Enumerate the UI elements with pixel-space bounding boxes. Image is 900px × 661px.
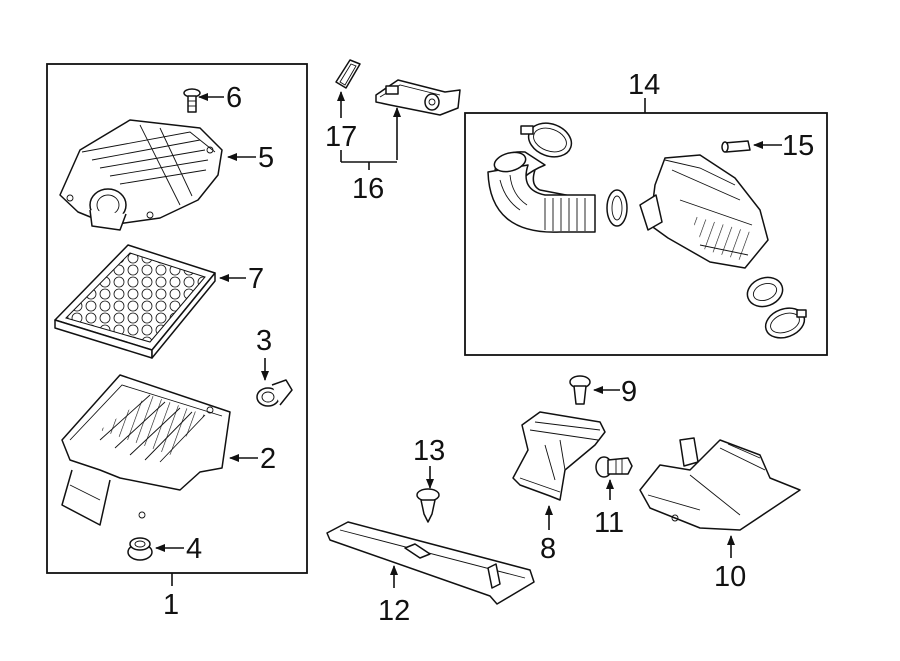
push-pin-part-9 <box>569 375 591 405</box>
clamp-top <box>520 122 573 158</box>
push-pin-part-13 <box>416 488 440 523</box>
callout-6: 6 <box>226 82 242 114</box>
callout-2: 2 <box>260 443 276 475</box>
baffle-part-12 <box>326 521 535 605</box>
clamp-lower <box>764 307 807 339</box>
duct-part-8 <box>512 411 606 501</box>
callout-3: 3 <box>256 325 272 357</box>
inlet-duct-part-10 <box>639 437 801 531</box>
callout-10: 10 <box>714 561 746 593</box>
callout-15: 15 <box>782 130 814 162</box>
callout-1: 1 <box>163 589 179 621</box>
seal-part-17 <box>335 59 361 89</box>
isolator-part-4 <box>127 537 153 561</box>
clamp-middle <box>606 189 628 227</box>
grommet-part-3 <box>256 379 293 407</box>
callout-9: 9 <box>621 376 637 408</box>
fastener-part-11 <box>595 456 633 478</box>
callout-13: 13 <box>413 435 445 467</box>
callout-7: 7 <box>248 263 264 295</box>
callout-11: 11 <box>594 507 624 539</box>
assembly-14-frame <box>464 112 828 356</box>
filter-element-part-7 <box>54 244 216 359</box>
coupler <box>746 276 784 308</box>
upper-housing-part-5 <box>59 119 223 231</box>
lower-housing-part-2 <box>61 374 231 526</box>
callout-8: 8 <box>540 533 556 565</box>
callout-17: 17 <box>325 121 357 153</box>
assembly-1-frame <box>46 63 308 574</box>
callout-4: 4 <box>186 533 202 565</box>
resonator-box <box>639 154 769 269</box>
screw-part-6 <box>183 88 201 113</box>
pin-part-15 <box>721 140 751 153</box>
callout-5: 5 <box>258 142 274 174</box>
maf-sensor-part-16 <box>375 79 461 116</box>
corrugated-duct <box>487 151 596 233</box>
callout-12: 12 <box>378 595 410 627</box>
callout-14: 14 <box>628 69 660 101</box>
callout-16: 16 <box>352 173 384 205</box>
